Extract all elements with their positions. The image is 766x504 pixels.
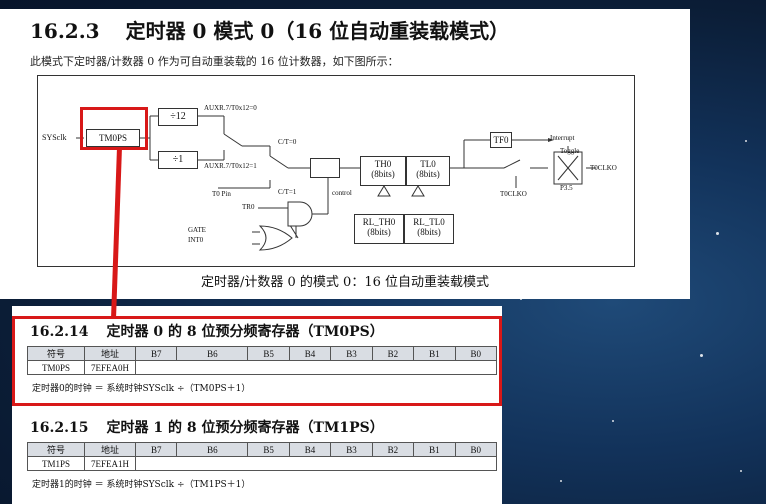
tm0ps-register-table: 符号 地址 B7 B6 B5 B4 B3 B2 B1 B0 TM0PS 7EFE… (27, 346, 498, 375)
sysclk-label: SYSclk (42, 133, 67, 142)
datasheet-page-top: 16.2.3 定时器 0 模式 0（16 位自动重装载模式） 此模式下定时器/计数… (0, 9, 690, 299)
th0-bits: (8bits) (371, 169, 395, 180)
rl-th0-bits: (8bits) (367, 227, 391, 238)
section-1614-heading: 16.2.14 定时器 0 的 8 位预分频寄存器（TM0PS） (30, 321, 384, 341)
header-cell: B2 (371, 442, 415, 457)
tl0-name: TL0 (420, 159, 436, 169)
header-cell: 地址 (84, 346, 136, 361)
header-cell: B1 (413, 346, 456, 361)
p35-label: P3.5 (560, 184, 573, 192)
tm1ps-formula: 定时器1的时钟 ＝ 系统时钟SYSclk ÷（TM1PS＋1） (32, 480, 251, 490)
t0clko-output-label: T0CLKO (590, 164, 617, 172)
section-1614-number: 16.2.14 (30, 324, 89, 340)
ct1-label: C/T=1 (278, 188, 297, 196)
int0-label: INT0 (188, 236, 204, 244)
header-cell: B7 (134, 346, 178, 361)
address-cell: 7EFEA1H (84, 456, 136, 471)
tf0-flag: TF0 (490, 132, 512, 148)
header-cell: B3 (330, 346, 373, 361)
rl-tl0-name: RL_TL0 (413, 217, 445, 227)
star (716, 232, 719, 235)
star (560, 480, 562, 482)
tm0ps-highlight-box (80, 107, 148, 150)
tm1ps-register-table: 符号 地址 B7 B6 B5 B4 B3 B2 B1 B0 TM1PS 7EFE… (27, 442, 498, 471)
timer-block-diagram: SYSclk TM0PS ÷12 ÷1 AUXR.7/T0x12=0 AUXR.… (37, 75, 635, 267)
section-heading: 16.2.3 定时器 0 模式 0（16 位自动重装载模式） (30, 15, 509, 44)
ct0-label: C/T=0 (278, 138, 297, 146)
header-cell: 地址 (84, 442, 136, 457)
rl-th0-register: RL_TH0 (8bits) (354, 214, 404, 244)
star (740, 470, 742, 472)
gate-label: GATE (188, 226, 206, 234)
toggle-label: Toggle (560, 147, 580, 155)
header-cell: B3 (330, 442, 373, 457)
tr0-label: TR0 (242, 203, 255, 211)
star (520, 298, 522, 300)
tm0ps-section-highlight-box (12, 316, 502, 406)
auxr-0-label: AUXR.7/T0x12=0 (204, 104, 257, 112)
symbol-cell: TM0PS (27, 360, 85, 375)
symbol-cell: TM1PS (27, 456, 85, 471)
table-header-row: 符号 地址 B7 B6 B5 B4 B3 B2 B1 B0 (27, 346, 498, 361)
header-cell: B5 (247, 346, 290, 361)
header-cell: 符号 (27, 346, 85, 361)
header-cell: B1 (413, 442, 456, 457)
table-row: TM0PS 7EFEA0H (27, 360, 497, 375)
section-1615-heading: 16.2.15 定时器 1 的 8 位预分频寄存器（TM1PS） (30, 417, 384, 437)
tm0ps-formula: 定时器0的时钟 ＝ 系统时钟SYSclk ÷（TM0PS＋1） (32, 384, 251, 394)
t0clko-label: T0CLKO (500, 190, 527, 198)
header-cell: B6 (176, 442, 249, 457)
header-cell: B5 (247, 442, 290, 457)
rl-th0-name: RL_TH0 (362, 217, 396, 227)
interrupt-label: Interrupt (550, 134, 575, 142)
header-cell: B7 (134, 442, 178, 457)
control-switch (310, 158, 340, 178)
header-cell: B6 (176, 346, 249, 361)
table-row: TM1PS 7EFEA1H (27, 456, 497, 471)
star (745, 140, 747, 142)
table-header-row: 符号 地址 B7 B6 B5 B4 B3 B2 B1 B0 (27, 442, 498, 457)
star (612, 420, 614, 422)
section-title: 定时器 0 模式 0（16 位自动重装载模式） (125, 19, 510, 43)
tm0ps-block: TM0PS (86, 129, 140, 147)
tl0-bits: (8bits) (416, 169, 440, 180)
rl-tl0-bits: (8bits) (417, 227, 441, 238)
figure-caption: 定时器/计数器 0 的模式 0：16 位自动重装载模式 (201, 275, 489, 290)
div1-block: ÷1 (158, 151, 198, 169)
star (700, 354, 703, 357)
bits-cell (135, 360, 497, 375)
header-cell: B4 (288, 442, 332, 457)
section-1615-number: 16.2.15 (30, 420, 89, 436)
th0-register: TH0 (8bits) (360, 156, 406, 186)
div12-block: ÷12 (158, 108, 198, 126)
tl0-register: TL0 (8bits) (406, 156, 450, 186)
rl-tl0-register: RL_TL0 (8bits) (404, 214, 454, 244)
control-label: control (332, 189, 352, 197)
intro-text: 此模式下定时器/计数器 0 作为可自动重装载的 16 位计数器，如下图所示： (30, 55, 399, 68)
section-number: 16.2.3 (30, 19, 100, 43)
auxr-1-label: AUXR.7/T0x12=1 (204, 162, 257, 170)
section-1615-title: 定时器 1 的 8 位预分频寄存器（TM1PS） (106, 420, 384, 436)
th0-name: TH0 (374, 159, 392, 169)
bits-cell (135, 456, 497, 471)
header-cell: 符号 (27, 442, 85, 457)
section-1614-title: 定时器 0 的 8 位预分频寄存器（TM0PS） (106, 324, 384, 340)
header-cell: B0 (454, 442, 498, 457)
t0-pin-label: T0 Pin (212, 190, 231, 198)
diagram-wires (76, 115, 596, 251)
